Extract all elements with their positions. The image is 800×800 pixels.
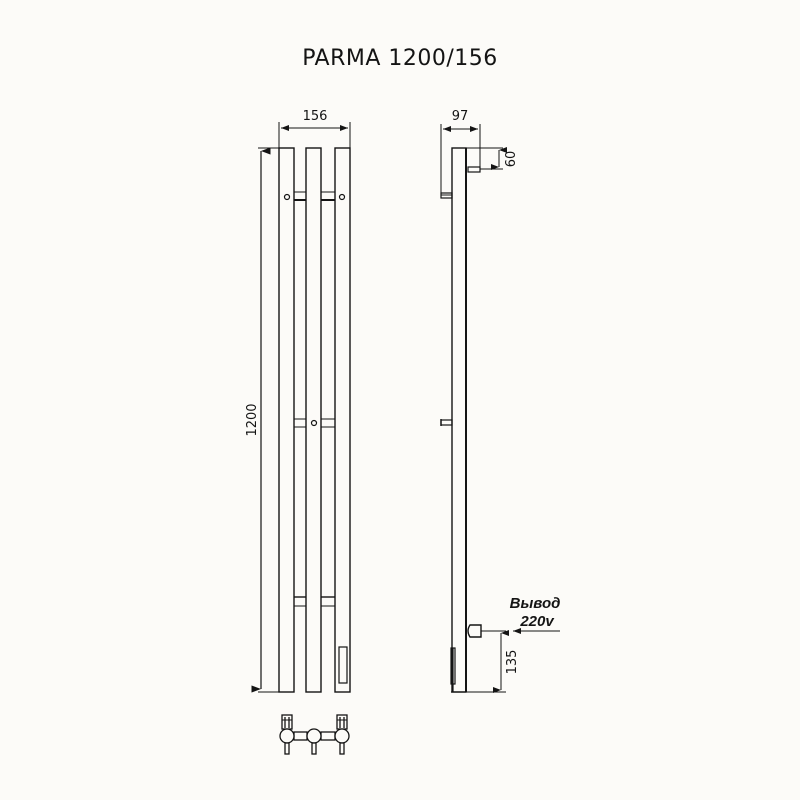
width-dimension bbox=[278, 122, 351, 148]
mount-hole-icon bbox=[283, 193, 291, 201]
bottom-offset-dimension-label: 135 bbox=[505, 650, 520, 675]
top-fitting bbox=[467, 166, 481, 173]
top-offset-dimension bbox=[466, 147, 507, 170]
drawing-title: PARMA 1200/156 bbox=[302, 46, 498, 71]
side-view: 97 60 bbox=[440, 109, 560, 693]
bar-section-right bbox=[334, 728, 350, 744]
top-offset-dimension-label: 60 bbox=[504, 151, 519, 168]
width-dimension-label: 156 bbox=[303, 109, 328, 124]
top-view-bracket-right bbox=[336, 714, 348, 730]
heating-element-side bbox=[450, 647, 456, 685]
height-dimension bbox=[251, 147, 279, 693]
depth-dimension bbox=[440, 124, 481, 195]
power-outlet-label-line2: 220v bbox=[519, 613, 555, 630]
wall-bracket-middle bbox=[440, 419, 453, 426]
vertical-bar-middle bbox=[305, 147, 322, 693]
mount-hole-icon bbox=[310, 419, 318, 427]
top-view-bracket-left bbox=[281, 714, 293, 730]
vertical-bar-right bbox=[334, 147, 351, 693]
side-bar bbox=[451, 147, 467, 693]
bottom-offset-dimension bbox=[466, 630, 509, 693]
front-view: 156 1200 bbox=[245, 109, 351, 693]
bottom-connectors bbox=[294, 596, 335, 607]
middle-connectors bbox=[294, 418, 335, 428]
wall-bracket-top bbox=[440, 192, 453, 199]
power-outlet bbox=[467, 624, 482, 638]
height-dimension-label: 1200 bbox=[245, 403, 260, 436]
mount-hole-icon bbox=[338, 193, 346, 201]
power-outlet-label-line1: Вывод bbox=[510, 595, 561, 612]
heating-element bbox=[338, 646, 348, 684]
top-connectors bbox=[283, 191, 346, 201]
vertical-bar-left bbox=[278, 147, 295, 693]
bar-section-middle bbox=[306, 728, 322, 744]
bar-section-left bbox=[279, 728, 295, 744]
top-view bbox=[279, 714, 350, 755]
depth-dimension-label: 97 bbox=[452, 109, 469, 124]
